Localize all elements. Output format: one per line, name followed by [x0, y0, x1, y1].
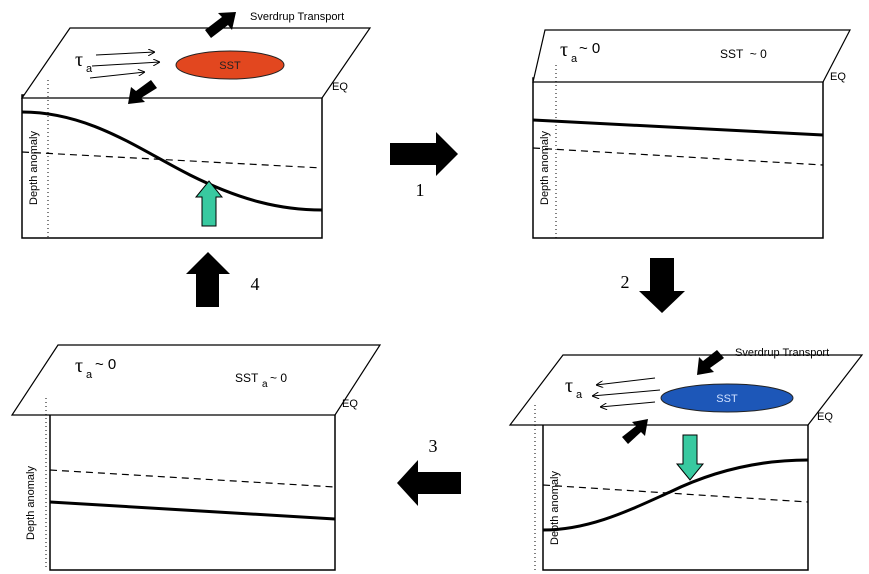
cool-sst-oval — [660, 383, 794, 413]
eq-label: EQ — [817, 411, 833, 423]
sverdrup-label: Sverdrup Transport — [250, 11, 344, 23]
step-label-4: 4 — [251, 274, 260, 294]
ocean-box — [532, 77, 824, 239]
reference-depth-dashed — [21, 151, 323, 169]
ocean-box — [542, 419, 809, 571]
downwelling-arrow-icon — [675, 434, 705, 481]
ocean-box — [49, 409, 336, 571]
eq-label: EQ — [332, 81, 348, 93]
step-arrow-left-icon — [397, 460, 461, 506]
wind-stress-arrows — [89, 52, 160, 79]
tau-symbol: τ — [75, 49, 83, 71]
sst-value: SST ~ 0 — [720, 47, 767, 61]
panel-1: SST τ a Sverdrup Transport EQ Depth anom… — [20, 11, 372, 239]
thermocline-curve — [542, 458, 809, 532]
sverdrup-arrow-in-icon — [697, 350, 724, 375]
thermocline-curve — [21, 110, 323, 212]
sverdrup-arrow-down-icon — [128, 80, 157, 104]
tau-symbol: τ — [560, 39, 568, 61]
depth-axis-label: Depth anomaly — [539, 131, 551, 205]
tau-value: ~ 0 — [579, 40, 600, 57]
depth-axis-label: Depth anomaly — [25, 466, 37, 540]
reference-depth-dashed — [532, 147, 824, 166]
surface-plane — [532, 29, 851, 83]
tau-subscript: a — [571, 53, 578, 65]
sst-main: SST — [235, 371, 259, 385]
thermocline-line — [532, 118, 824, 137]
tau-symbol: τ — [565, 375, 573, 397]
tau-value: ~ 0 — [95, 356, 116, 373]
step-label-3: 3 — [429, 436, 438, 456]
sst-oval-label: SST — [219, 60, 241, 72]
sst-value: ~ 0 — [270, 371, 287, 385]
eq-label: EQ — [830, 71, 846, 83]
tau-subscript: a — [86, 63, 93, 75]
thermocline-line — [49, 500, 336, 521]
step-arrow-right-icon — [390, 132, 458, 176]
tau-subscript: a — [576, 389, 583, 401]
step-arrow-up-icon — [186, 252, 230, 307]
surface-plane — [10, 344, 382, 416]
panel-4: τ a ~ 0 SST a ~ 0 EQ Depth anomaly — [10, 344, 382, 571]
reference-depth-dashed — [542, 484, 809, 503]
step-label-1: 1 — [416, 180, 425, 200]
upwelling-arrow-icon — [194, 180, 224, 227]
wind-stress-arrows — [592, 377, 661, 407]
eq-label: EQ — [342, 398, 358, 410]
sst-subscript: a — [262, 379, 268, 390]
step-arrow-down-icon — [639, 258, 685, 313]
tau-symbol: τ — [75, 355, 83, 377]
tau-subscript: a — [86, 369, 93, 381]
panel-3: SST τ a Sverdrup Transport EQ Depth anom… — [508, 347, 864, 571]
depth-axis-label: Depth anomaly — [28, 131, 40, 205]
sst-oval-label: SST — [716, 393, 738, 405]
panel-2: τ a ~ 0 SST ~ 0 EQ Depth anomaly — [532, 29, 851, 239]
depth-axis-label: Depth anomaly — [549, 471, 561, 545]
sverdrup-arrow-up-icon — [205, 12, 236, 38]
step-label-2: 2 — [621, 272, 630, 292]
sverdrup-arrow-out-icon — [622, 419, 648, 444]
warm-sst-oval — [175, 50, 285, 80]
sverdrup-label: Sverdrup Transport — [735, 347, 829, 359]
